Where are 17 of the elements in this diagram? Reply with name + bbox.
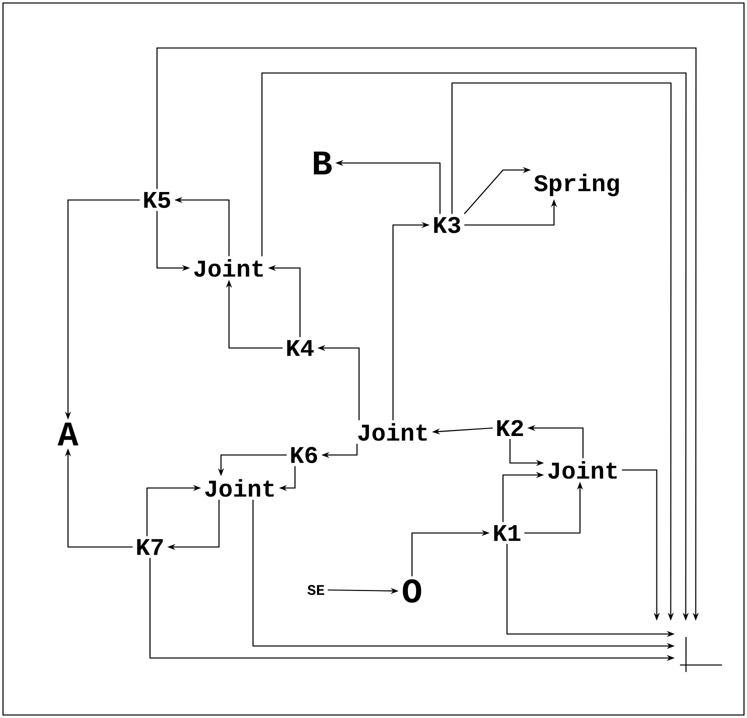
source-label: SE xyxy=(307,585,324,595)
element-label: K3 xyxy=(434,216,460,234)
element-label: K4 xyxy=(287,340,314,356)
element-label: K7 xyxy=(137,539,163,555)
element-label: K5 xyxy=(144,192,170,208)
element-label: K2 xyxy=(497,420,523,436)
joint-label: Joint xyxy=(205,479,274,497)
joint-label: Joint xyxy=(358,423,427,441)
output-label: O xyxy=(402,579,422,603)
element-label: K6 xyxy=(291,446,318,464)
letter-label: A xyxy=(58,422,78,446)
joint-label: Joint xyxy=(194,259,263,277)
ground-symbol xyxy=(679,636,723,673)
spring-label: Spring xyxy=(534,174,619,196)
joint-label: Joint xyxy=(548,461,617,479)
element-label: K1 xyxy=(494,525,520,541)
letter-label: B xyxy=(314,152,332,174)
